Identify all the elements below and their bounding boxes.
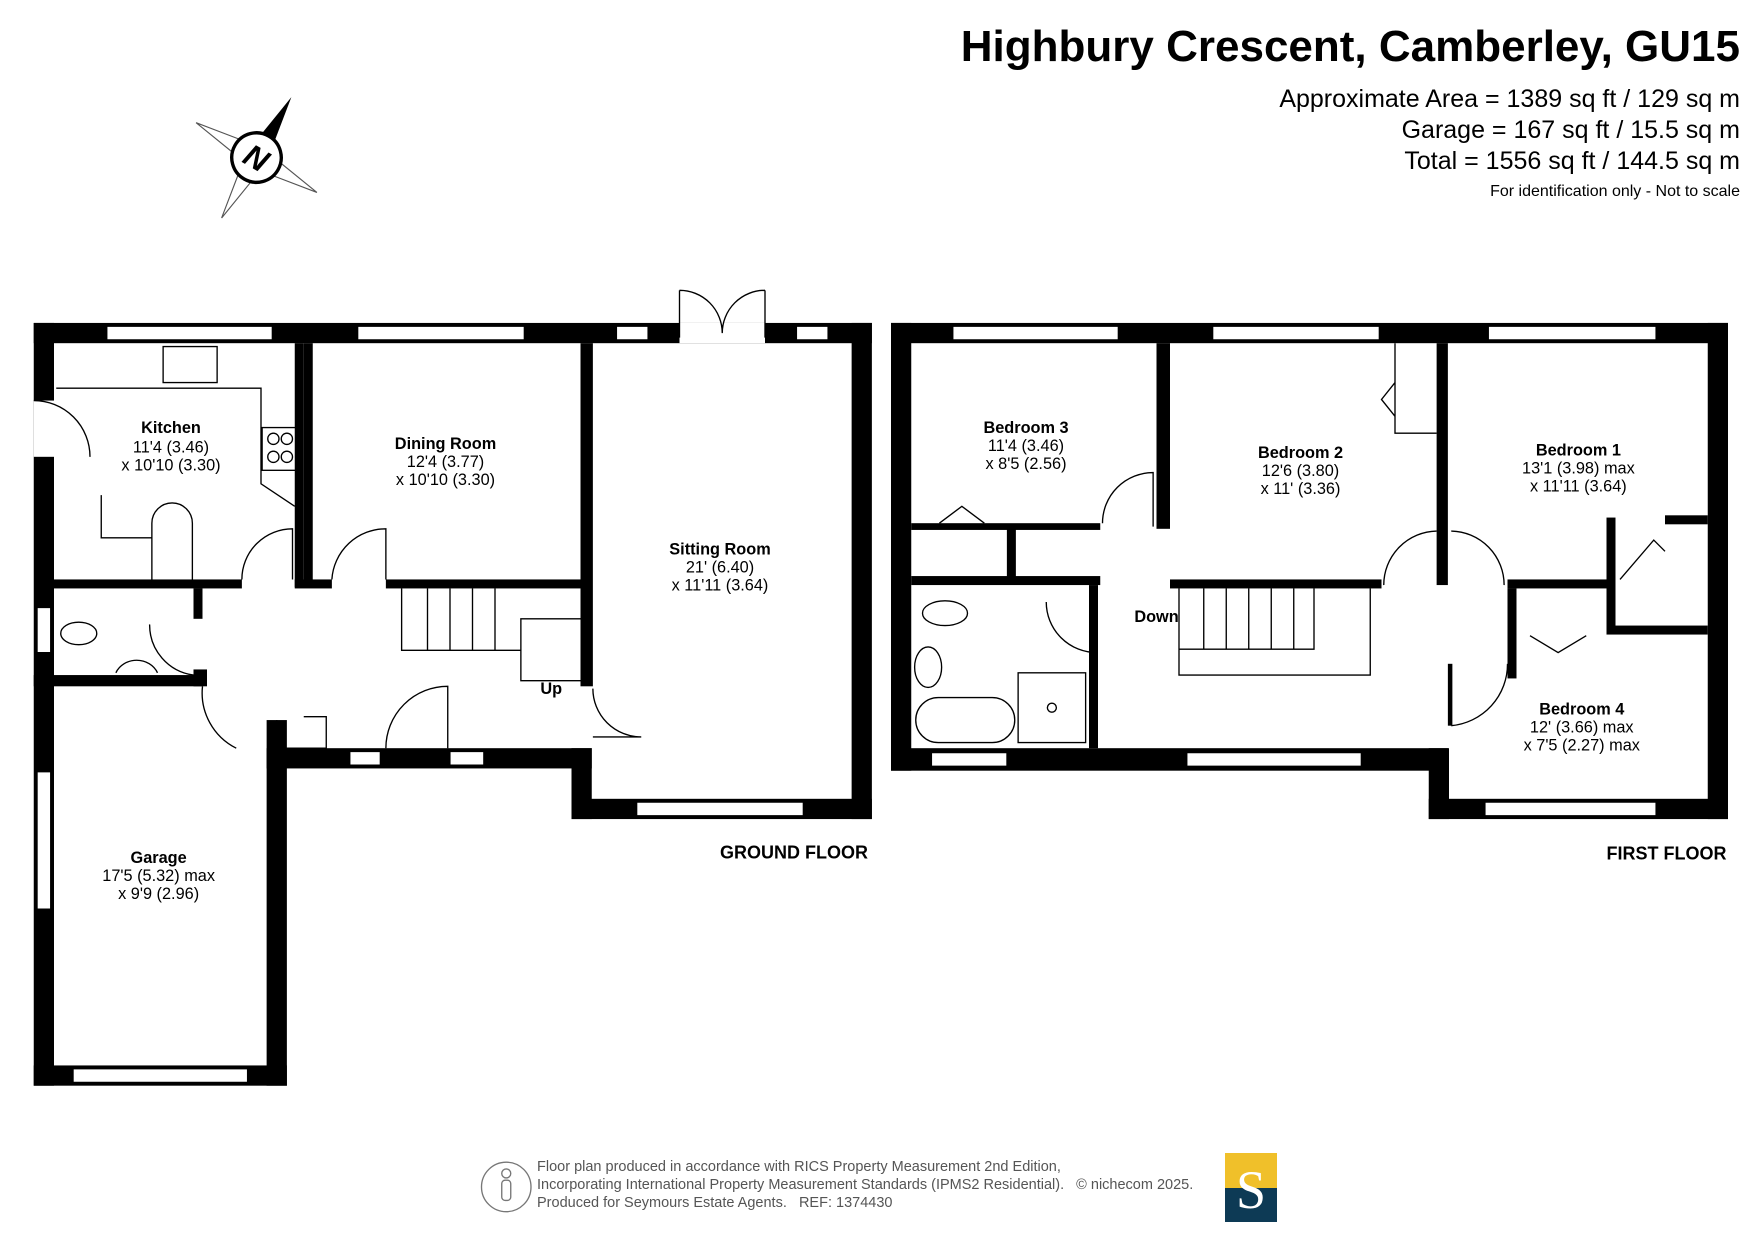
footer-line-2: Incorporating International Property Mea… bbox=[537, 1177, 1194, 1193]
room-dim-bedroom-2-2: x 11' (3.36) bbox=[1261, 480, 1341, 498]
room-name-bedroom-1: Bedroom 1 bbox=[1536, 442, 1621, 460]
scale-note: For identification only - Not to scale bbox=[1490, 183, 1740, 200]
approximate-area: Approximate Area = 1389 sq ft / 129 sq m bbox=[1279, 85, 1740, 113]
room-dim-garage-1: 17'5 (5.32) max bbox=[102, 867, 215, 885]
room-dim-dining-2: x 10'10 (3.30) bbox=[396, 471, 495, 489]
room-name-dining: Dining Room bbox=[395, 435, 496, 453]
stairs-up-label: Up bbox=[540, 680, 562, 698]
room-dim-bedroom-1-1: 13'1 (3.98) max bbox=[1522, 460, 1635, 478]
room-dim-sitting-1: 21' (6.40) bbox=[686, 559, 754, 577]
room-dim-bedroom-3-2: x 8'5 (2.56) bbox=[985, 455, 1066, 473]
first-floor-doors bbox=[913, 343, 1666, 744]
room-dim-garage-2: x 9'9 (2.96) bbox=[118, 885, 199, 903]
room-name-kitchen: Kitchen bbox=[141, 419, 201, 437]
room-name-bedroom-3: Bedroom 3 bbox=[983, 419, 1068, 437]
compass-icon: N bbox=[195, 97, 318, 219]
room-name-bedroom-2: Bedroom 2 bbox=[1258, 444, 1343, 462]
room-dim-bedroom-4-1: 12' (3.66) max bbox=[1530, 718, 1634, 736]
room-dim-kitchen-2: x 10'10 (3.30) bbox=[121, 456, 220, 474]
first-floor-windows bbox=[930, 325, 1657, 817]
ground-floor-windows bbox=[33, 322, 829, 1083]
room-name-garage: Garage bbox=[131, 849, 187, 867]
property-title: Highbury Crescent, Camberley, GU15 bbox=[960, 22, 1740, 71]
seymours-logo: S bbox=[1225, 1153, 1277, 1222]
ground-floor-label: GROUND FLOOR bbox=[720, 842, 868, 862]
garage-area: Garage = 167 sq ft / 15.5 sq m bbox=[1401, 116, 1740, 144]
person-icon bbox=[480, 1161, 532, 1213]
footer-text: Floor plan produced in accordance with R… bbox=[537, 1158, 1193, 1212]
room-dim-sitting-2: x 11'11 (3.64) bbox=[672, 577, 769, 595]
logo-letter: S bbox=[1235, 1160, 1267, 1220]
room-dim-bedroom-1-2: x 11'11 (3.64) bbox=[1530, 478, 1627, 496]
first-floor-label: FIRST FLOOR bbox=[1607, 844, 1727, 864]
room-name-bedroom-4: Bedroom 4 bbox=[1539, 700, 1624, 718]
room-name-sitting: Sitting Room bbox=[669, 541, 770, 559]
footer-line-3: Produced for Seymours Estate Agents. REF… bbox=[537, 1195, 893, 1211]
stairs-down-label: Down bbox=[1134, 608, 1178, 626]
room-dim-dining-1: 12'4 (3.77) bbox=[407, 453, 484, 471]
room-dim-bedroom-4-2: x 7'5 (2.27) max bbox=[1524, 736, 1640, 754]
room-dim-bedroom-3-1: 11'4 (3.46) bbox=[988, 437, 1064, 455]
total-area: Total = 1556 sq ft / 144.5 sq m bbox=[1404, 147, 1740, 175]
room-dim-bedroom-2-1: 12'6 (3.80) bbox=[1262, 462, 1339, 480]
footer-line-1: Floor plan produced in accordance with R… bbox=[537, 1159, 1061, 1175]
room-dim-kitchen-1: 11'4 (3.46) bbox=[133, 438, 209, 456]
ground-floor-doors bbox=[33, 289, 766, 749]
